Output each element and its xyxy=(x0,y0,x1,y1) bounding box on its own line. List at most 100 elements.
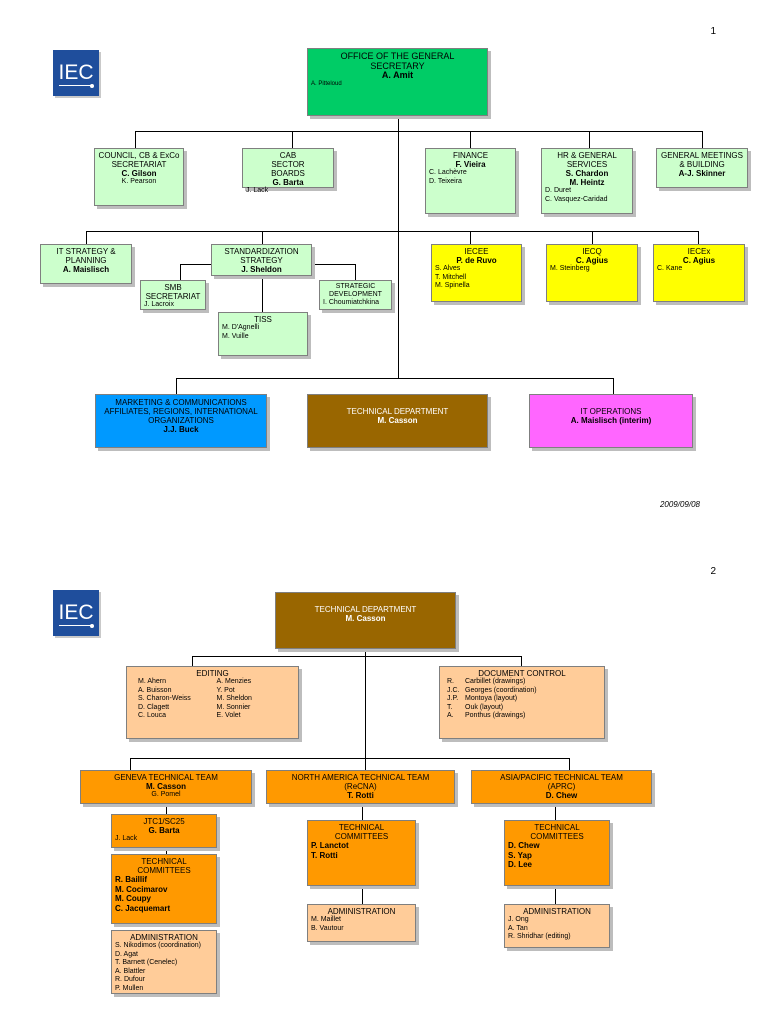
box-staff: C. Lachèvre xyxy=(429,169,467,176)
box-smb-secretariat: SMB SECRETARIAT J. Lacroix xyxy=(140,280,206,310)
box-head: S. Chardon xyxy=(565,169,609,178)
committee-member: T. Rotti xyxy=(311,850,338,860)
box-head: G. Barta xyxy=(272,178,304,187)
box-subtitle: (APRC) xyxy=(547,782,576,791)
box-title: TECHNICAL DEPARTMENT xyxy=(346,407,449,416)
box-head: P. de Ruvo xyxy=(456,256,497,265)
box-asia-pacific-technical-team: ASIA/PACIFIC TECHNICAL TEAM (APRC) D. Ch… xyxy=(471,770,652,804)
box-jtc1-sc25: JTC1/SC25 G. Barta J. Lack xyxy=(111,814,217,848)
document-date: 2009/09/08 xyxy=(659,500,700,509)
box-staff: R. Dufour xyxy=(115,976,145,984)
box-staff: J. Ong xyxy=(508,916,529,923)
staff-name: Montoya (layout) xyxy=(465,695,518,703)
box-title: STANDARDIZATION STRATEGY xyxy=(224,247,299,265)
box-staff: S. Alves xyxy=(435,265,461,272)
box-staff: P. Mullen xyxy=(115,984,144,992)
box-head: A-J. Skinner xyxy=(678,169,726,178)
logo-text: IEC xyxy=(58,601,94,624)
box-hr-general-services: HR & GENERAL SERVICES S. Chardon M. Hein… xyxy=(541,148,633,214)
initial: T. xyxy=(447,703,453,711)
box-technical-department: TECHNICAL DEPARTMENT M. Casson xyxy=(307,394,488,448)
box-head: C. Agius xyxy=(575,256,609,265)
box-standardization-strategy: STANDARDIZATION STRATEGY J. Sheldon xyxy=(211,244,312,276)
box-technical-department: TECHNICAL DEPARTMENT M. Casson xyxy=(275,592,456,649)
box-staff: S. Nikodimos (coordination) xyxy=(115,942,201,949)
box-head: M. Casson xyxy=(377,416,418,425)
box-title: ASIA/PACIFIC TECHNICAL TEAM xyxy=(500,773,623,782)
box-staff: M. Spinella xyxy=(435,282,470,290)
box-staff: K. Pearson xyxy=(121,178,157,185)
box-asia-technical-committees: TECHNICAL COMMITTEES D. Chew S. Yap D. L… xyxy=(504,820,610,886)
staff-name: A. Buisson xyxy=(138,686,172,694)
staff-name: M. Sheldon xyxy=(216,695,252,703)
box-head: C. Agius xyxy=(682,256,716,265)
org-chart-page-2: 2 IEC TECHNICAL DEPARTMENT M. Casson EDI… xyxy=(0,512,768,1024)
box-staff: J. Lack xyxy=(246,187,269,194)
box-head: M. Casson xyxy=(345,614,386,623)
box-staff: M. D'Agnelli xyxy=(222,324,260,331)
box-document-control: DOCUMENT CONTROL R.Carbillet (drawings) … xyxy=(439,666,605,739)
staff-name: M. Ahern xyxy=(138,678,167,685)
box-head: M. Casson xyxy=(145,782,186,791)
box-head: A. Maislisch (interim) xyxy=(570,416,652,425)
iec-logo: IEC xyxy=(53,50,99,96)
box-staff: A. Blattler xyxy=(115,967,146,975)
box-staff: T. Barnett (Cenelec) xyxy=(115,959,178,967)
staff-name: Ponthus (drawings) xyxy=(465,712,526,720)
box-title: GENEVA TECHNICAL TEAM xyxy=(114,773,218,782)
committee-member: M. Cocimarov xyxy=(115,884,168,894)
box-geneva-technical-committees: TECHNICAL COMMITTEES R. Baillif M. Cocim… xyxy=(111,854,217,924)
box-editing: EDITING M. Ahern A. Buisson S. Charon-We… xyxy=(126,666,299,739)
staff-name: S. Charon-Weiss xyxy=(138,695,191,703)
box-title: STRATEGIC DEVELOPMENT xyxy=(329,283,382,298)
box-it-strategy: IT STRATEGY & PLANNING A. Maislisch xyxy=(40,244,132,284)
staff-name: Georges (coordination) xyxy=(465,686,537,694)
box-title: ADMINISTRATION xyxy=(327,907,396,916)
box-it-operations: IT OPERATIONS A. Maislisch (interim) xyxy=(529,394,693,448)
page-number: 2 xyxy=(710,566,716,577)
box-subtitle: (ReCNA) xyxy=(344,782,377,791)
box-north-america-technical-team: NORTH AMERICA TECHNICAL TEAM (ReCNA) T. … xyxy=(266,770,455,804)
staff-name: E. Volet xyxy=(216,712,241,720)
box-staff: B. Vautour xyxy=(311,924,344,932)
box-title: IT STRATEGY & PLANNING xyxy=(56,247,116,265)
box-general-meetings-building: GENERAL MEETINGS & BUILDING A-J. Skinner xyxy=(656,148,748,188)
box-head: A. Maislisch xyxy=(62,265,110,274)
iec-logo: IEC xyxy=(53,590,99,636)
box-iecex: IECEx C. Agius C. Kane xyxy=(653,244,745,302)
box-council-secretariat: COUNCIL, CB & ExCo SECRETARIAT C. Gilson… xyxy=(94,148,184,206)
box-head: D. Chew xyxy=(545,791,578,800)
committee-member: C. Jacquemart xyxy=(115,903,171,913)
box-title: TECHNICAL DEPARTMENT xyxy=(314,605,417,614)
box-title: EDITING xyxy=(196,669,229,678)
box-iecee: IECEE P. de Ruvo S. Alves T. Mitchell M.… xyxy=(431,244,522,302)
box-geneva-administration: ADMINISTRATION S. Nikodimos (coordinatio… xyxy=(111,930,217,994)
box-title: OFFICE OF THE GENERAL SECRETARY xyxy=(340,51,455,71)
box-title: SMB SECRETARIAT xyxy=(145,283,201,301)
box-title: GENERAL MEETINGS & BUILDING xyxy=(661,151,743,169)
box-staff: D. Agat xyxy=(115,950,138,958)
box-na-technical-committees: TECHNICAL COMMITTEES P. Lanctot T. Rotti xyxy=(307,820,416,886)
box-title: ADMINISTRATION xyxy=(130,933,198,942)
box-staff: R. Shridhar (editing) xyxy=(508,933,571,941)
committee-member: D. Lee xyxy=(508,860,533,869)
box-title: HR & GENERAL SERVICES xyxy=(557,151,617,169)
box-title: DOCUMENT CONTROL xyxy=(478,669,566,678)
box-office-general-secretary: OFFICE OF THE GENERAL SECRETARY A. Amit … xyxy=(307,48,488,116)
box-title: ADMINISTRATION xyxy=(523,907,591,916)
box-title: JTC1/SC25 xyxy=(143,817,185,826)
committee-member: S. Yap xyxy=(508,850,532,860)
box-staff: T. Mitchell xyxy=(435,273,467,281)
box-title: TECHNICAL COMMITTEES xyxy=(530,823,584,841)
box-title: MARKETING & COMMUNICATIONS AFFILIATES, R… xyxy=(104,398,258,425)
staff-name: M. Sonnier xyxy=(216,703,251,711)
box-head: F. Vieira xyxy=(455,160,486,169)
staff-name: Y. Pot xyxy=(216,686,235,694)
box-tiss: TISS M. D'Agnelli M. Vuille xyxy=(218,312,308,356)
box-title: COUNCIL, CB & ExCo SECRETARIAT xyxy=(98,151,180,169)
staff-name: C. Louca xyxy=(138,712,167,720)
box-na-administration: ADMINISTRATION M. Maillet B. Vautour xyxy=(307,904,416,942)
committee-member: P. Lanctot xyxy=(311,841,349,850)
staff-name: Ouk (layout) xyxy=(465,703,504,711)
box-asia-administration: ADMINISTRATION J. Ong A. Tan R. Shridhar… xyxy=(504,904,610,948)
